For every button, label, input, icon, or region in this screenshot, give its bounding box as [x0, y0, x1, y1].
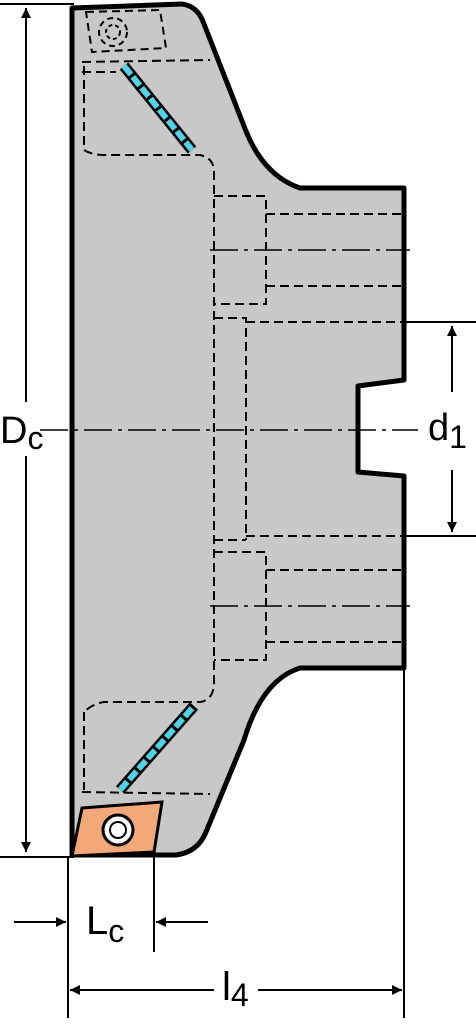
dc-dimension: [0, 3, 74, 858]
coolant-channels: [115, 62, 199, 794]
center-lines: [40, 249, 418, 607]
bottom-insert: [70, 800, 164, 858]
dc-label: Dc: [0, 410, 43, 456]
lc-label: Lc: [86, 899, 124, 949]
hidden-lines: [81, 59, 404, 795]
top-insert: [84, 8, 168, 54]
d1-dimension: [404, 321, 476, 537]
d1-label: d1: [428, 407, 467, 455]
lc-dimension: [14, 857, 208, 1018]
l4-dimension: [70, 668, 405, 1018]
l4-label: l4: [222, 965, 249, 1013]
